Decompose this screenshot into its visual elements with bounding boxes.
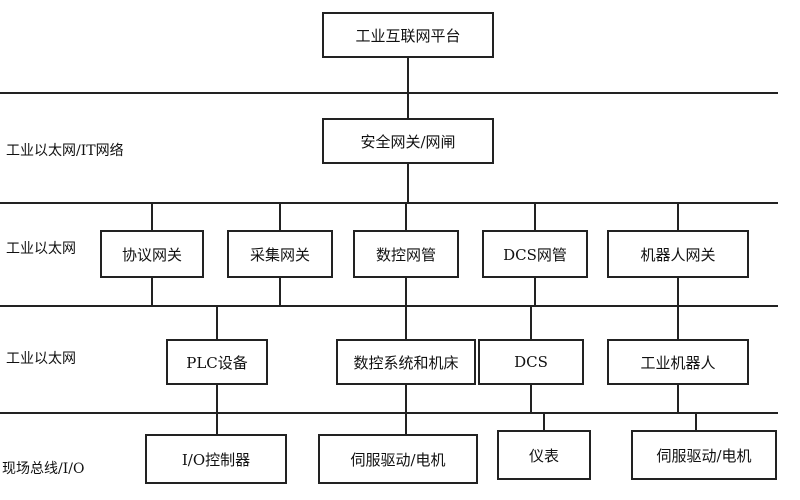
layer-label-fieldbus: 现场总线/I/O (2, 461, 85, 477)
gateway-box-cnc: 数控网管 (353, 230, 459, 278)
field-box-servo-1: 伺服驱动/电机 (318, 434, 478, 484)
controller-box-cnc-machine: 数控系统和机床 (336, 339, 476, 385)
controller-box-robot: 工业机器人 (607, 339, 749, 385)
field-box-io-controller: I/O控制器 (145, 434, 287, 484)
gateway-box-protocol: 协议网关 (100, 230, 204, 278)
layer-label-ethernet-1: 工业以太网 (6, 241, 76, 257)
field-box-servo-2: 伺服驱动/电机 (631, 430, 777, 480)
gateway-box-collection: 采集网关 (227, 230, 333, 278)
field-box-instrument: 仪表 (497, 430, 591, 480)
controller-box-plc: PLC设备 (166, 339, 268, 385)
security-gateway-box: 安全网关/网闸 (322, 118, 494, 164)
controller-box-dcs: DCS (478, 339, 584, 385)
gateway-box-dcs: DCS网管 (482, 230, 588, 278)
gateway-box-robot: 机器人网关 (607, 230, 749, 278)
platform-box: 工业互联网平台 (322, 12, 494, 58)
layer-label-ethernet-2: 工业以太网 (6, 351, 76, 367)
layer-label-it-network: 工业以太网/IT网络 (6, 143, 124, 159)
